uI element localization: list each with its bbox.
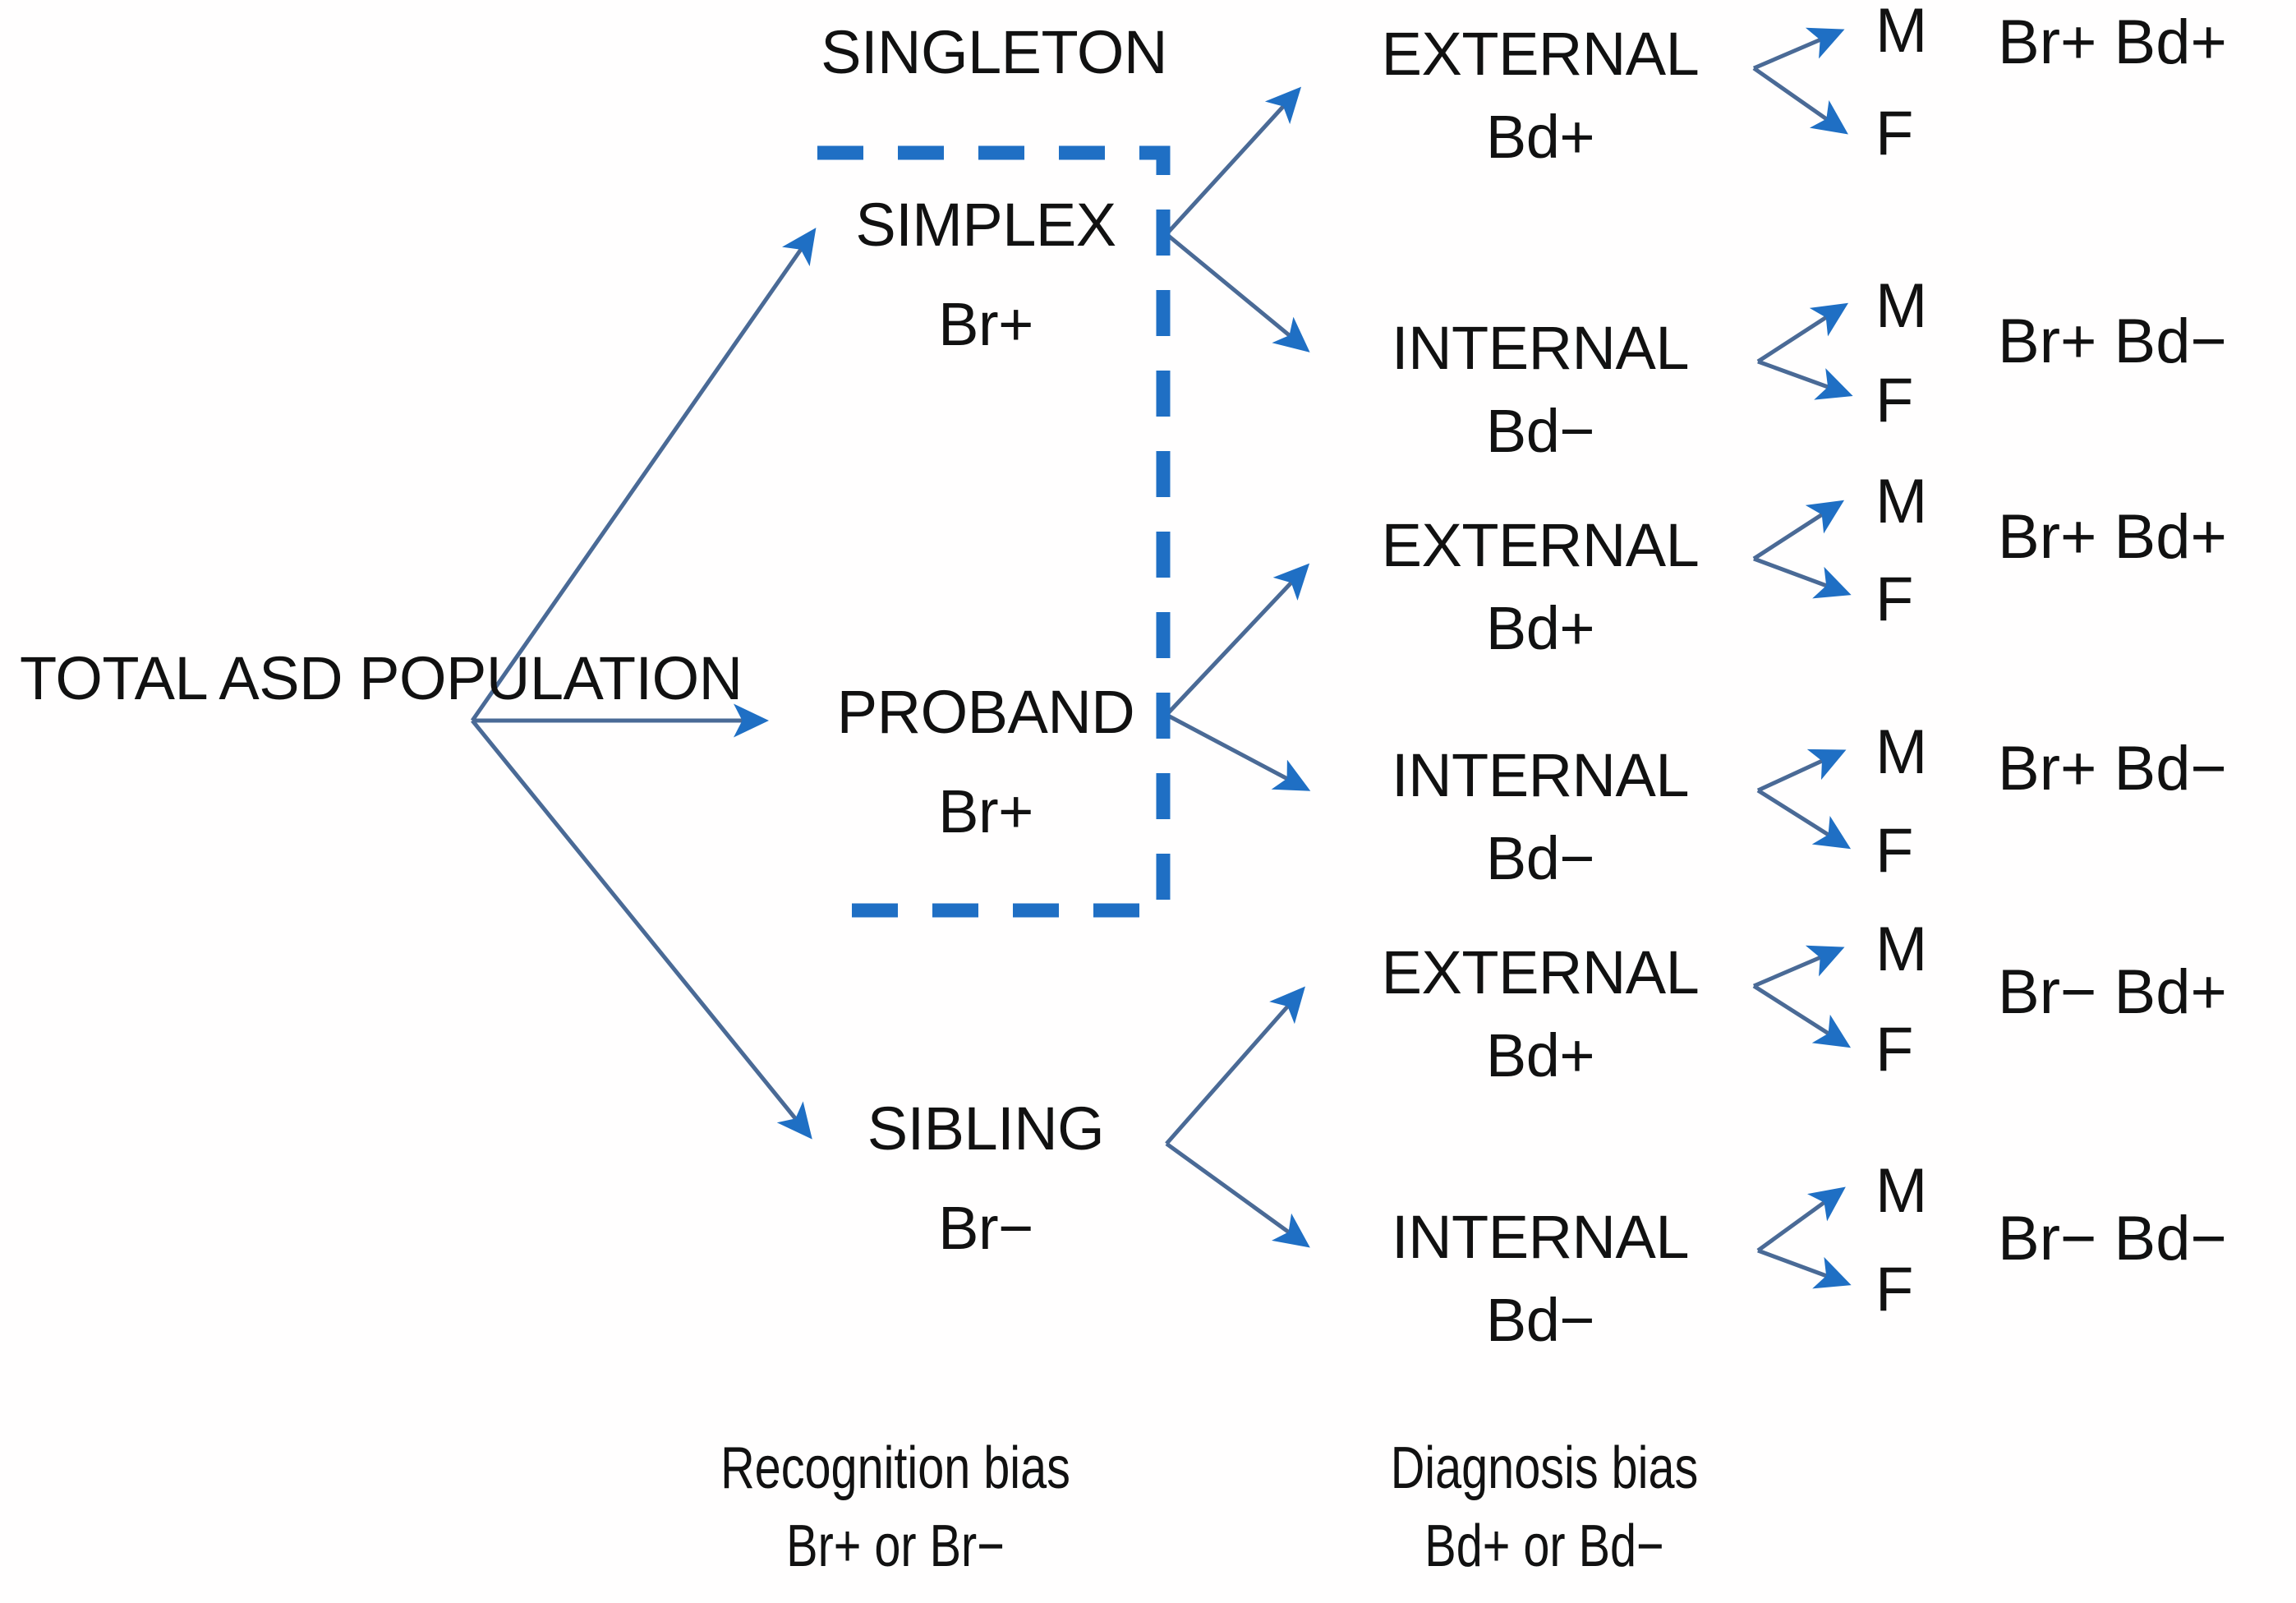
legend-diagnosis-bias: Diagnosis bias Bd+ or Bd−: [1275, 1430, 1814, 1586]
node-total-asd-population: TOTAL ASD POPULATION: [20, 633, 743, 724]
edge-root-to-sibling: [471, 719, 812, 1140]
singleton-text: SINGLETON: [821, 18, 1167, 86]
outcome-1: Br+ Bd+: [1998, 7, 2227, 77]
legend-recognition-bias: Recognition bias Br+ or Br−: [626, 1430, 1165, 1586]
root-line-2: POPULATION: [359, 644, 743, 712]
recognition-bias-line-1: Recognition bias: [720, 1435, 1070, 1501]
external-3-marker: Bd+: [1485, 1021, 1595, 1090]
external-1-name: EXTERNAL: [1381, 20, 1700, 88]
sex-female-2: F: [1875, 366, 1914, 435]
recognition-bias-line-2: Br+ or Br−: [786, 1513, 1005, 1580]
internal-3-marker: Bd−: [1485, 1286, 1595, 1355]
sex-female-3: F: [1875, 564, 1914, 634]
sex-male-1: M: [1875, 0, 1928, 66]
outcome-6: Br− Bd−: [1998, 1204, 2227, 1274]
node-internal-2: INTERNAL Bd−: [1286, 739, 1795, 895]
external-2-name: EXTERNAL: [1381, 511, 1700, 579]
diagnosis-bias-line-1: Diagnosis bias: [1390, 1435, 1699, 1501]
node-internal-3: INTERNAL Bd−: [1286, 1201, 1795, 1357]
sex-male-3: M: [1875, 467, 1928, 537]
outcome-2: Br+ Bd−: [1998, 306, 2227, 376]
internal-2-name: INTERNAL: [1392, 741, 1689, 809]
label-singleton: SINGLETON: [723, 16, 1265, 88]
node-sibling: SIBLING Br−: [764, 1093, 1208, 1264]
internal-2-marker: Bd−: [1485, 824, 1595, 893]
proband-name: PROBAND: [836, 678, 1135, 746]
sibling-marker: Br−: [938, 1194, 1033, 1263]
sex-male-4: M: [1875, 717, 1928, 787]
sibling-name: SIBLING: [867, 1094, 1105, 1163]
internal-1-name: INTERNAL: [1392, 314, 1689, 382]
sex-female-4: F: [1875, 816, 1914, 886]
proband-marker: Br+: [938, 777, 1033, 846]
simplex-marker: Br+: [938, 290, 1033, 359]
diagnosis-bias-line-2: Bd+ or Bd−: [1424, 1513, 1664, 1580]
external-1-marker: Bd+: [1485, 103, 1595, 172]
outcome-3: Br+ Bd+: [1998, 502, 2227, 572]
external-2-marker: Bd+: [1485, 594, 1595, 663]
simplex-name: SIMPLEX: [855, 191, 1116, 259]
node-internal-1: INTERNAL Bd−: [1286, 312, 1795, 468]
internal-1-marker: Bd−: [1485, 397, 1595, 466]
root-line-1: TOTAL ASD: [20, 644, 343, 712]
node-proband: PROBAND Br+: [764, 676, 1208, 848]
sex-male-6: M: [1875, 1156, 1928, 1226]
node-external-1: EXTERNAL Bd+: [1286, 18, 1795, 173]
internal-3-name: INTERNAL: [1392, 1203, 1689, 1271]
sex-male-2: M: [1875, 271, 1928, 341]
outcome-4: Br+ Bd−: [1998, 734, 2227, 804]
node-external-2: EXTERNAL Bd+: [1286, 509, 1795, 665]
node-external-3: EXTERNAL Bd+: [1286, 937, 1795, 1092]
sex-female-1: F: [1875, 99, 1914, 168]
external-3-name: EXTERNAL: [1381, 938, 1700, 1006]
node-simplex: SIMPLEX Br+: [764, 189, 1208, 361]
sex-male-5: M: [1875, 914, 1928, 984]
sex-female-5: F: [1875, 1015, 1914, 1085]
sex-female-6: F: [1875, 1255, 1914, 1324]
outcome-5: Br− Bd+: [1998, 957, 2227, 1027]
